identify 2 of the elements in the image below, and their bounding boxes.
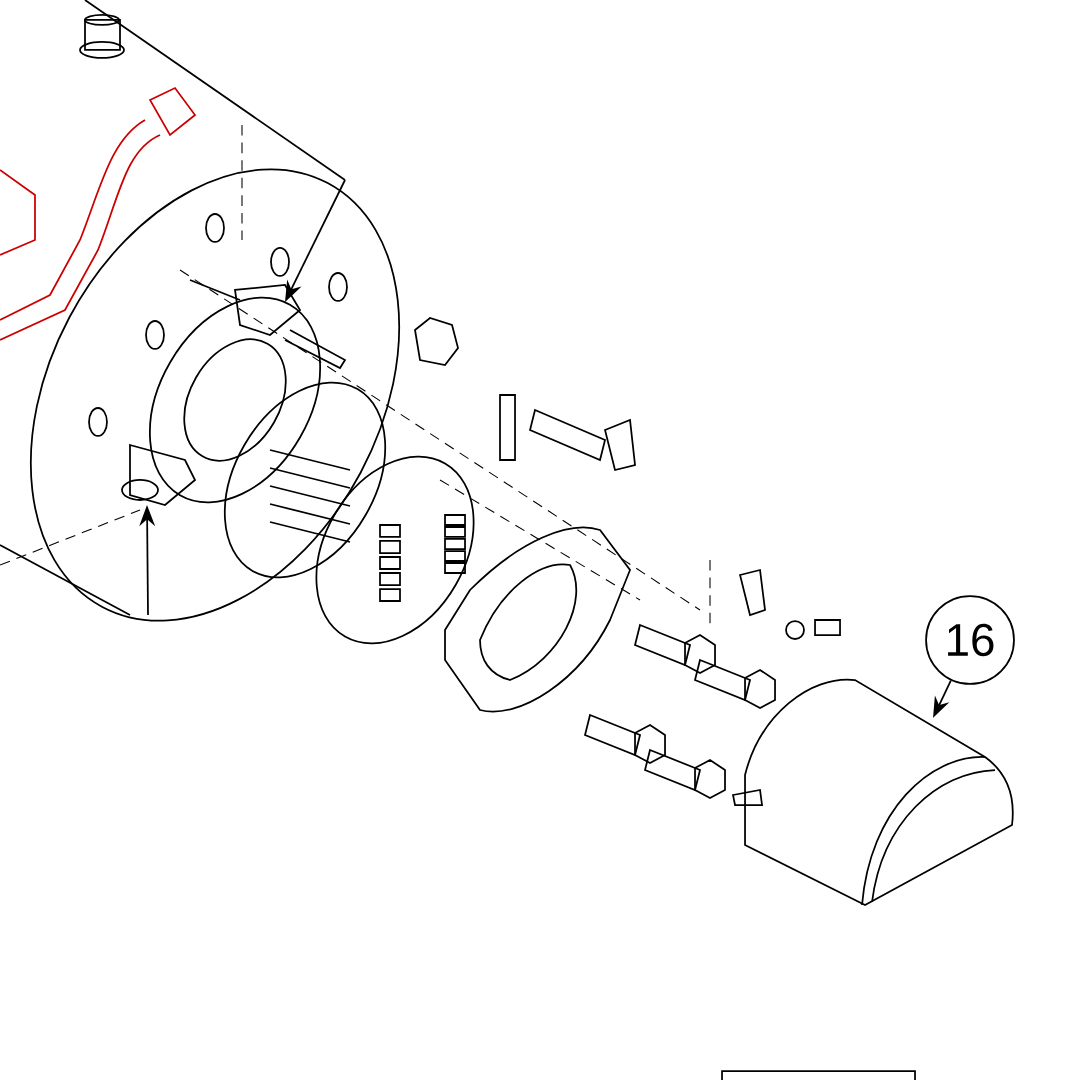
electrode-part: [189, 279, 302, 336]
callout-number: 16: [925, 595, 1015, 685]
